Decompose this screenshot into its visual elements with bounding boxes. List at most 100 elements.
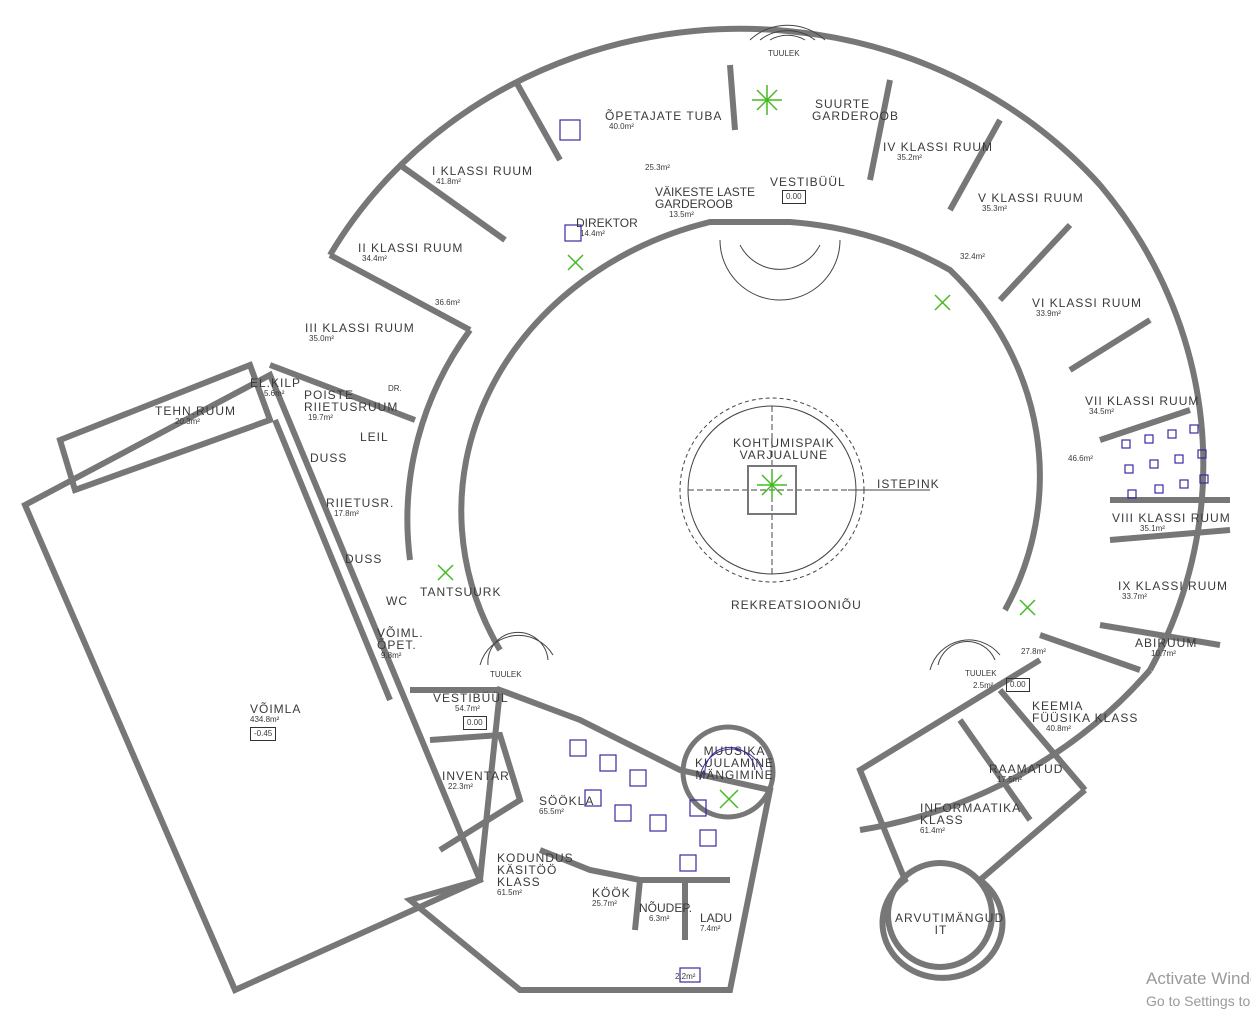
room-area: 17.5m² — [997, 775, 1022, 784]
room-area: 10.7m² — [1151, 649, 1176, 658]
room-wc: WC — [386, 594, 408, 608]
corridor-area-right-top: 32.4m² — [960, 252, 985, 261]
room-area: 6.3m² — [649, 914, 670, 923]
watermark-subtitle: Go to Settings to activate Windows. — [1146, 993, 1251, 1009]
room-area: 5.6m² — [264, 389, 285, 398]
level-mark: 0.00 — [463, 716, 487, 730]
room-voiml-opet: VÕIML.ÕPET.9.8m² — [377, 627, 424, 661]
room-area: 25.7m² — [592, 899, 617, 908]
room-name: IT — [934, 923, 948, 937]
room-name: VIII KLASSI RUUM — [1112, 511, 1231, 525]
room-name: VÕIML. — [377, 626, 424, 640]
plant-icon — [567, 254, 584, 271]
room-name: I KLASSI RUUM — [432, 164, 534, 178]
room-area: 40.0m² — [609, 122, 634, 131]
room-name: MÄNGIMINE — [695, 768, 774, 782]
room-area: 61.4m² — [920, 826, 945, 835]
room-tuulek-top: TUULEK — [768, 49, 800, 58]
room-name: III KLASSI RUUM — [305, 321, 415, 335]
room-area: 19.7m² — [308, 413, 333, 422]
corridor-area-right-low: 27.8m² — [1021, 647, 1046, 656]
music-room-wall — [680, 724, 776, 820]
room-area: 40.8m² — [1046, 724, 1071, 733]
room-area: 65.5m² — [539, 807, 564, 816]
room-tuulek-right: TUULEK 2.5m² — [965, 668, 997, 692]
room-area: 14.4m² — [580, 229, 605, 238]
room-area: 61.5m² — [497, 888, 522, 897]
room-name: VARJUALUNE — [739, 448, 829, 462]
room-area: 13.5m² — [669, 210, 694, 219]
plant-icon — [437, 564, 454, 581]
room-name: KUULAMINE — [695, 756, 775, 770]
room-area: 9.8m² — [381, 651, 402, 660]
room-name: KODUNDUS — [497, 851, 574, 865]
room-area: 34.4m² — [362, 254, 387, 263]
room-area: 33.9m² — [1036, 309, 1061, 318]
room-area: 54.7m² — [455, 704, 480, 713]
room-area: 20.3m² — [175, 417, 200, 426]
room-name: KÄSITÖÖ — [497, 863, 558, 877]
room-name: LADU — [700, 911, 733, 925]
room-area: 34.5m² — [1089, 407, 1114, 416]
room-area: 17.8m² — [334, 509, 359, 518]
room-tuulek-left: TUULEK — [490, 670, 522, 679]
room-area: 434.8m² — [250, 715, 280, 724]
room-name: IV KLASSI RUUM — [883, 140, 994, 154]
room-name: DIREKTOR — [576, 216, 638, 230]
room-name: ARVUTIMÄNGUD — [895, 911, 1005, 925]
room-name: SUURTE — [815, 97, 871, 111]
corridor-inner-wall — [404, 328, 473, 561]
room-area: 41.8m² — [436, 177, 461, 186]
dining-walls — [403, 685, 774, 993]
room-name: GARDEROOB — [812, 109, 900, 123]
room-name: TUULEK — [965, 669, 997, 678]
room-leil: LEIL — [360, 430, 389, 444]
room-name: VÄIKESTE LASTE — [655, 185, 756, 199]
courtyard-wall — [458, 219, 1043, 652]
room-name: TEHN.RUUM — [155, 404, 236, 418]
room-wc-small: 2.2m² — [675, 972, 696, 981]
room-tantsuurk: TANTSUURK — [420, 585, 502, 599]
room-name: RIIETUSR. — [326, 496, 395, 510]
outer-ring-wall-right-low — [859, 668, 1153, 833]
room-area: 2.5m² — [973, 681, 994, 690]
plant-icon — [752, 85, 782, 115]
room-duss-1: DUSS — [310, 451, 348, 465]
corridor-area-top: 25.3m² — [645, 163, 670, 172]
room-name: EL.KILP — [250, 376, 302, 390]
room-name: VESTIBÜÜL — [770, 175, 846, 189]
informatics-walls — [856, 657, 1087, 981]
plant-icon — [1019, 599, 1036, 616]
room-area: 35.0m² — [309, 334, 334, 343]
room-name: KÖÖK — [592, 886, 631, 900]
room-name: II KLASSI RUUM — [358, 241, 464, 255]
outer-ring-wall — [327, 25, 1207, 672]
room-name: VI KLASSI RUUM — [1032, 296, 1143, 310]
room-name: V KLASSI RUUM — [978, 191, 1084, 205]
room-area: 33.7m² — [1122, 592, 1147, 601]
room-name: IX KLASSI RUUM — [1118, 579, 1229, 593]
room-name: KOHTUMISPAIK — [733, 436, 835, 450]
